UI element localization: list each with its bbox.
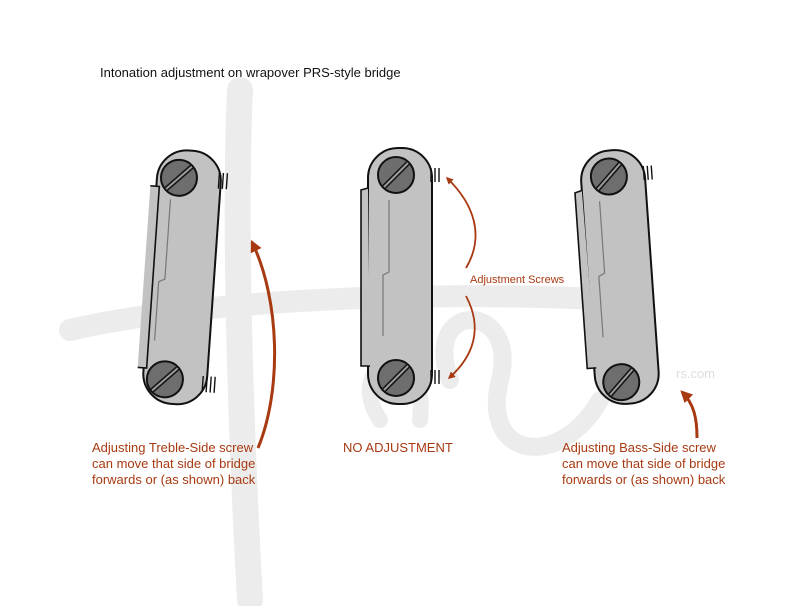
caption-line: can move that side of bridge: [562, 456, 726, 471]
caption-bass-side: Adjusting Bass-Side screw can move that …: [562, 440, 725, 488]
bridge-middle-screw-threads-top: [430, 168, 440, 182]
bridge-middle: [360, 147, 440, 405]
page-title: Intonation adjustment on wrapover PRS-st…: [100, 65, 401, 80]
bridge-right: [574, 149, 660, 405]
arrow-bass-side: [680, 390, 699, 439]
screw-head-icon: [377, 156, 415, 194]
bridge-middle-screw-threads-bottom: [430, 370, 440, 384]
caption-line: Adjusting Bass-Side screw: [562, 440, 716, 455]
caption-line: forwards or (as shown) back: [562, 472, 726, 487]
arrow-screw-bottom: [447, 295, 476, 379]
bridge-left-saddle-line: [153, 199, 172, 341]
bridge-left-screw-threads-top: [217, 172, 229, 190]
screw-head-icon: [589, 157, 628, 196]
bridge-middle-notch: [360, 187, 370, 367]
screw-head-icon: [377, 359, 415, 397]
bridge-left-screw-threads-bottom: [201, 375, 216, 393]
caption-line: forwards or (as shown) back: [92, 472, 256, 487]
bridge-right-saddle-line: [598, 201, 606, 338]
watermark-suffix: rs.com: [676, 366, 715, 381]
screw-head-icon: [145, 360, 184, 399]
arrow-screw-top: [445, 177, 477, 269]
watermark: [59, 77, 631, 606]
caption-line: Adjusting Treble-Side screw: [92, 440, 254, 455]
caption-no-adjustment: NO ADJUSTMENT: [343, 440, 453, 456]
screw-head-icon: [159, 158, 198, 197]
caption-treble-side: Adjusting Treble-Side screw can move tha…: [92, 440, 255, 488]
arrow-treble-side: [250, 239, 277, 449]
caption-line: can move that side of bridge: [92, 456, 256, 471]
bridge-right-screw-threads-top: [642, 165, 653, 181]
bridge-middle-saddle-line: [382, 200, 390, 336]
screw-head-icon: [602, 363, 641, 402]
adjustment-screws-label: Adjustment Screws: [470, 274, 565, 286]
bridge-right-notch: [574, 189, 597, 370]
caption-line: NO ADJUSTMENT: [343, 440, 453, 455]
bridge-left-notch: [137, 185, 161, 369]
bridge-left: [137, 149, 229, 406]
